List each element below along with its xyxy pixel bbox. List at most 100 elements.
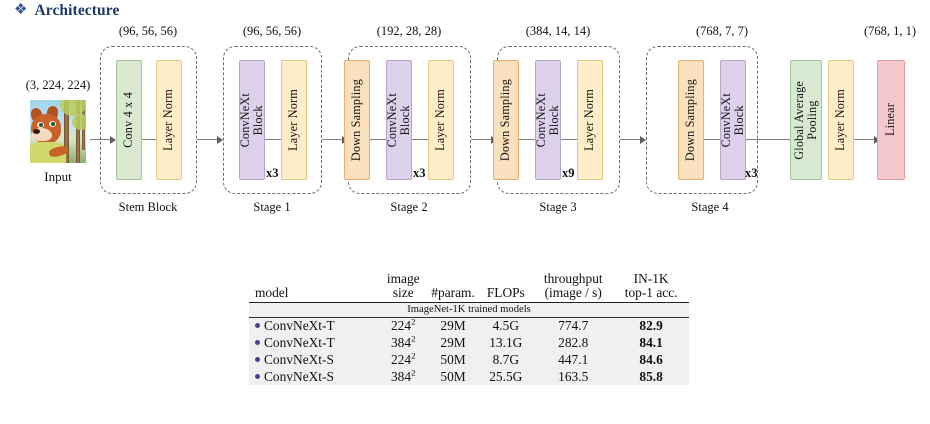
header-accuracy-line2: top-1 acc. <box>624 284 678 300</box>
multiplier-stage1: x3 <box>266 166 279 180</box>
block-convnext-stage1: ConvNeXt Block <box>237 60 265 180</box>
cell-params: 50M <box>427 368 479 386</box>
connector-head-linear <box>854 139 876 141</box>
row-bullet-icon <box>255 323 260 329</box>
header-image-size-line2: size <box>392 284 414 300</box>
multiplier-stage4: x3 <box>745 166 758 180</box>
connector-stage4-a <box>704 139 720 141</box>
row-bullet-icon <box>255 373 260 379</box>
block-label: Conv 4 x 4 <box>121 92 136 148</box>
connector-stage1-stage2 <box>322 139 344 141</box>
table-section-label: ImageNet-1K trained models <box>249 302 689 319</box>
connector-stem-internal <box>142 139 156 141</box>
block-layer-norm-stage3: Layer Norm <box>577 60 603 180</box>
connector-stage2-b <box>412 139 428 141</box>
input-shape-label: (3, 224, 224) <box>25 78 91 92</box>
connector-stage4-head <box>746 139 790 141</box>
block-global-average-pooling: Global Average Pooling <box>790 60 822 180</box>
block-layer-norm-stage1: Layer Norm <box>281 60 307 180</box>
architecture-diagram: (3, 224, 224) Input (96, 56, 56) Conv 4 … <box>0 24 930 233</box>
header-image-size: image size <box>379 272 428 302</box>
block-label: Down Sampling <box>683 78 698 162</box>
caption-stage2: Stage 2 <box>390 200 428 214</box>
multiplier-stage2: x3 <box>413 166 426 180</box>
cell-flops: 8.7G <box>478 351 534 369</box>
table-section-row: ImageNet-1K trained models <box>249 302 689 319</box>
block-down-sampling-stage2: Down Sampling <box>344 60 370 180</box>
block-label: Layer Norm <box>582 89 597 151</box>
cell-model: ConvNeXt-T <box>249 317 379 335</box>
cell-throughput: 163.5 <box>533 368 614 386</box>
group-stem <box>100 46 197 194</box>
block-label: Layer Norm <box>161 89 176 151</box>
group-stage4 <box>646 46 758 194</box>
row-bullet-icon <box>255 340 260 346</box>
cell-image-size: 2242 <box>378 318 428 335</box>
caption-stage4: Stage 4 <box>691 200 729 214</box>
cell-model: ConvNeXt-S <box>249 368 379 386</box>
block-label: ConvNeXt Block <box>718 92 746 148</box>
block-label: ConvNeXt Block <box>237 92 265 148</box>
cell-params: 29M <box>427 334 479 352</box>
input-image-thumbnail <box>30 100 86 163</box>
arrowhead-stage3-stage4 <box>640 135 646 144</box>
stage1-shape-label: (96, 56, 56) <box>242 24 302 38</box>
cell-flops: 13.1G <box>478 334 534 352</box>
block-label: ConvNeXt Block <box>384 92 412 148</box>
cell-image-size: 2242 <box>378 351 428 369</box>
header-throughput: throughput (image / s) <box>533 272 613 302</box>
block-linear: Linear <box>877 60 905 180</box>
caption-stem: Stem Block <box>118 200 178 214</box>
caption-stage3: Stage 3 <box>539 200 577 214</box>
block-convnext-stage2: ConvNeXt Block <box>384 60 412 180</box>
block-label: Layer Norm <box>286 89 301 151</box>
header-image-size-line1: image <box>386 271 420 286</box>
block-convnext-stage4: ConvNeXt Block <box>718 60 746 180</box>
block-label: Layer Norm <box>433 89 448 151</box>
header-throughput-line2: (image / s) <box>544 284 602 300</box>
cell-image-size: 3842 <box>378 334 428 352</box>
stage2-shape-label: (192, 28, 28) <box>376 24 442 38</box>
page-title-text: Architecture <box>34 2 120 19</box>
page-title: ❖ Architecture <box>14 2 119 20</box>
block-convnext-stage3: ConvNeXt Block <box>533 60 561 180</box>
header-accuracy: IN-1K top-1 acc. <box>613 272 689 302</box>
cell-throughput: 447.1 <box>533 351 614 369</box>
cell-flops: 4.5G <box>478 317 534 335</box>
block-label: Down Sampling <box>498 78 513 162</box>
header-throughput-line1: throughput <box>543 271 603 286</box>
cell-image-size: 3842 <box>378 368 428 386</box>
results-table: model image size #param. FLOPs throughpu… <box>249 272 689 386</box>
block-layer-norm-stem: Layer Norm <box>156 60 182 180</box>
input-group: (3, 224, 224) Input <box>26 78 91 185</box>
connector-stage2-a <box>370 139 386 141</box>
header-flops: FLOPs <box>486 284 525 300</box>
connector-stage1-internal <box>265 139 281 141</box>
cell-accuracy: 84.6 <box>613 351 689 369</box>
row-bullet-icon <box>255 357 260 363</box>
header-accuracy-line1: IN-1K <box>633 271 669 286</box>
connector-stem-stage1 <box>197 139 219 141</box>
block-label: Linear <box>883 103 898 137</box>
header-params: #param. <box>431 284 475 300</box>
connector-stage3-stage4 <box>620 139 642 141</box>
block-layer-norm-stage2: Layer Norm <box>428 60 454 180</box>
multiplier-stage3: x9 <box>562 166 575 180</box>
cell-params: 29M <box>427 317 479 335</box>
block-label: Layer Norm <box>833 89 848 151</box>
output-shape-label: (768, 1, 1) <box>863 24 917 38</box>
block-label: ConvNeXt Block <box>533 92 561 148</box>
connector-stage2-stage3 <box>471 139 493 141</box>
block-conv-4x4: Conv 4 x 4 <box>116 60 142 180</box>
block-layer-norm-head: Layer Norm <box>828 60 854 180</box>
cell-throughput: 774.7 <box>533 317 614 335</box>
group-stage1 <box>223 46 322 194</box>
connector-stage3-b <box>561 139 577 141</box>
cell-model: ConvNeXt-T <box>249 334 379 352</box>
block-label: Down Sampling <box>349 78 364 162</box>
connector-input-stem <box>90 139 112 141</box>
